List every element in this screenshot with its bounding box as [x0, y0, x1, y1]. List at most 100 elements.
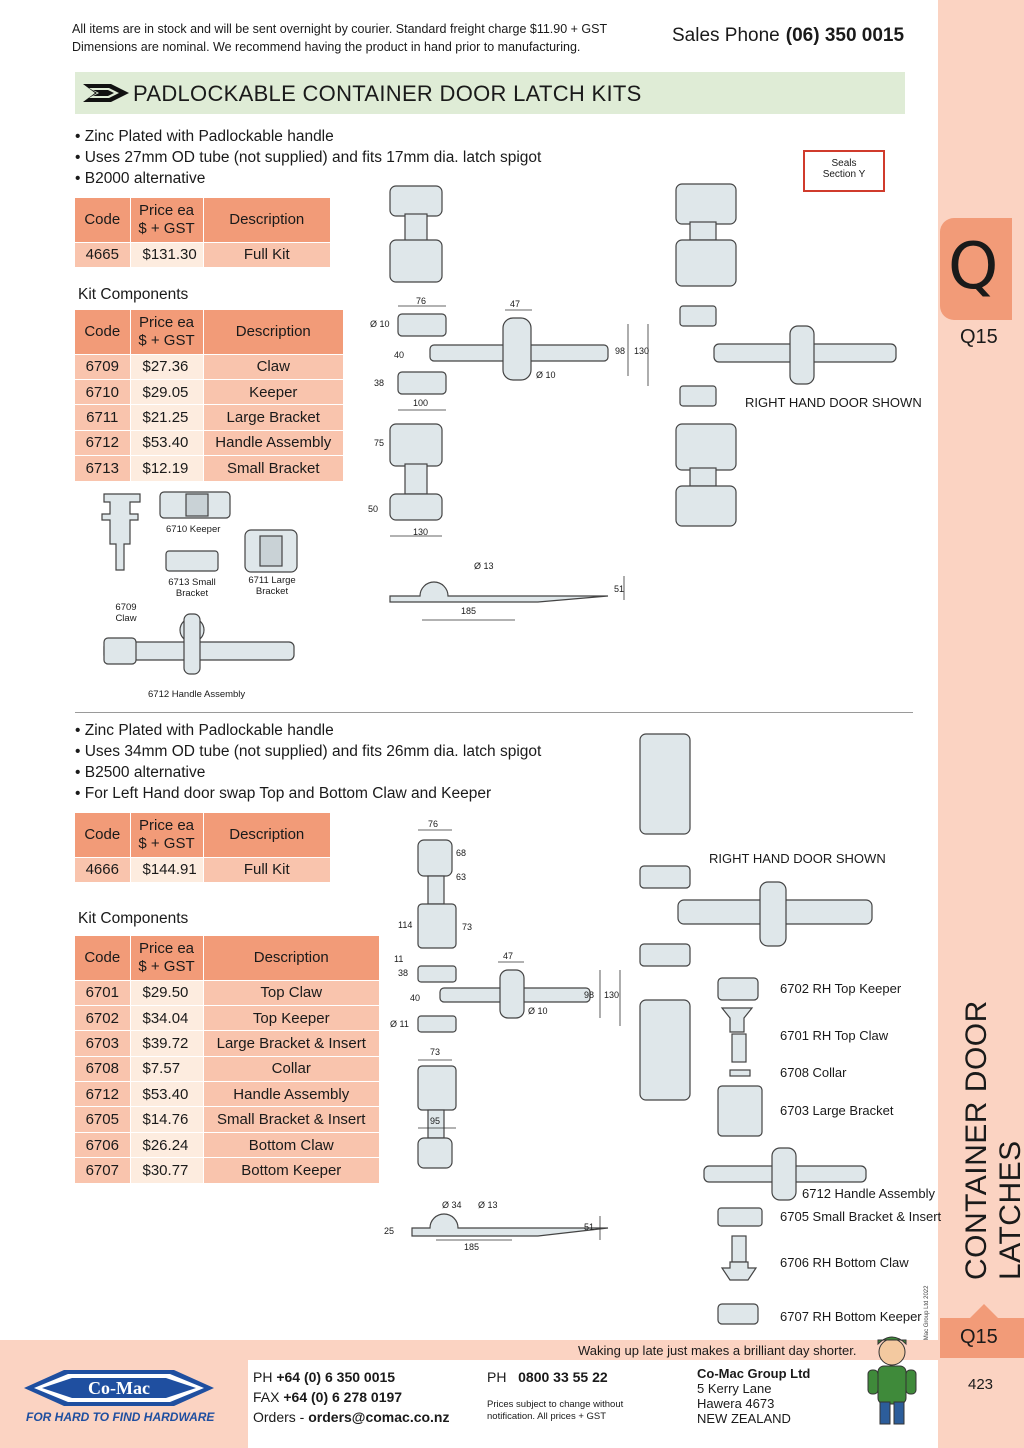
price-cell: $34.04 [130, 1004, 204, 1031]
claw-drawing [101, 493, 141, 571]
part-label: 6701 RH Top Claw [780, 1028, 889, 1043]
price-line-1: Price ea [138, 201, 195, 219]
col-price: Price ea$ + GST [130, 813, 204, 857]
description-cell: Small Bracket [203, 455, 344, 481]
price-cell: $53.40 [130, 429, 204, 456]
price-cell: $27.36 [130, 353, 204, 380]
price-cell: $12.19 [130, 455, 204, 481]
section1-part-drawings [101, 183, 897, 675]
table-row[interactable]: 4666 $144.91 Full Kit [75, 856, 331, 883]
col-price: Price ea$ + GST [130, 310, 204, 354]
phone-number[interactable]: +64 (0) 6 350 0015 [276, 1369, 396, 1385]
price-line-1: Price ea [138, 313, 195, 331]
orders-line: Orders - orders@comac.co.nz [253, 1407, 450, 1427]
seals-line-2: Section Y [822, 169, 866, 180]
price-line-2: $ + GST [138, 834, 195, 852]
sales-phone: Sales Phone(06) 350 0015 [672, 25, 904, 47]
arrow-icon [83, 84, 129, 102]
dim-label: 98 [615, 346, 626, 356]
disclaimer-line: Prices subject to change without [487, 1399, 624, 1410]
dim-label: 130 [413, 527, 429, 537]
section-tab-q[interactable]: Q [940, 218, 1012, 320]
price-line-1: Price ea [138, 816, 195, 834]
dim-label: 73 [430, 1047, 441, 1057]
title-banner: PADLOCKABLE CONTAINER DOOR LATCH KITS [75, 72, 905, 114]
sales-number[interactable]: (06) 350 0015 [785, 25, 905, 46]
dim-label: 114 [398, 920, 413, 930]
ph2-label: PH [487, 1369, 507, 1385]
description-cell: Handle Assembly [203, 1081, 380, 1107]
dim-label: 68 [456, 848, 467, 858]
fax-label: FAX [253, 1389, 280, 1405]
photo-top-claw [675, 183, 737, 225]
col-code: Code [75, 936, 131, 980]
price-cell: $53.40 [130, 1081, 204, 1107]
logo-text: Co-Mac [88, 1378, 150, 1398]
col-description: Description [203, 198, 331, 242]
col-price: Price ea$ + GST [130, 936, 204, 980]
seals-reference-badge[interactable]: Seals Section Y [803, 150, 885, 192]
price-line-1: Price ea [138, 939, 195, 957]
small-bracket-drawing [165, 550, 219, 572]
dim-label: 98 [584, 990, 595, 1000]
freephone-number[interactable]: 0800 33 55 22 [518, 1369, 608, 1385]
footer-contact-panel [248, 1360, 938, 1448]
dim-label: 50 [368, 504, 379, 514]
feature-item: • B2500 alternative [75, 764, 206, 781]
feature-item: • Zinc Plated with Padlockable handle [75, 128, 334, 145]
kit-components-title-1: Kit Components [78, 286, 189, 303]
part-label: 6712 Handle Assembly [802, 1186, 935, 1201]
components-table-1: Code Price ea$ + GST Description 6709$27… [75, 310, 344, 481]
photo-tube-top [639, 733, 691, 835]
page-code-top: Q15 [960, 326, 998, 348]
code-cell: 6706 [75, 1131, 131, 1158]
stock-notice: All items are in stock and will be sent … [72, 20, 607, 56]
phone-line: PH +64 (0) 6 350 0015 [253, 1367, 450, 1387]
description-cell: Small Bracket & Insert [203, 1106, 380, 1133]
code-cell: 6710 [75, 378, 131, 405]
side-elevation-drawing [389, 581, 609, 603]
label-line: Bracket [175, 588, 209, 599]
dim-label: 51 [584, 1222, 595, 1232]
section1-dimension-lines [390, 305, 649, 621]
dim-label: Ø 13 [474, 561, 494, 571]
side-elevation-drawing-2 [411, 1213, 609, 1237]
description-cell: Bottom Keeper [203, 1157, 380, 1184]
price-line-2: $ + GST [138, 957, 195, 975]
components-table-2: Code Price ea$ + GST Description 6701$29… [75, 936, 380, 1184]
vertical-section-title: CONTAINER DOOR LATCHES [960, 1000, 1024, 1280]
table-row[interactable]: 4665 $131.30 Full Kit [75, 241, 331, 268]
section2-part-drawings [411, 733, 873, 1325]
description-cell: Bottom Claw [203, 1131, 380, 1158]
dim-label: 185 [464, 1242, 480, 1252]
price-cell: $14.76 [130, 1106, 204, 1133]
dim-label: 63 [456, 872, 467, 882]
orders-email[interactable]: orders@comac.co.nz [308, 1409, 450, 1425]
col-code: Code [75, 198, 131, 242]
description-cell: Collar [203, 1055, 380, 1082]
seals-line-1: Seals [831, 158, 857, 169]
dim-label: Ø 10 [528, 1006, 548, 1016]
notice-line-1: All items are in stock and will be sent … [72, 22, 608, 36]
comac-logo[interactable]: Co-Mac [24, 1368, 214, 1408]
table-header-row: Code Price ea$ + GST Description [75, 198, 331, 242]
code-cell: 4665 [75, 241, 131, 268]
company-name: Co-Mac Group Ltd [697, 1366, 811, 1381]
code-cell: 6708 [75, 1055, 131, 1082]
dim-label: 38 [398, 968, 409, 978]
